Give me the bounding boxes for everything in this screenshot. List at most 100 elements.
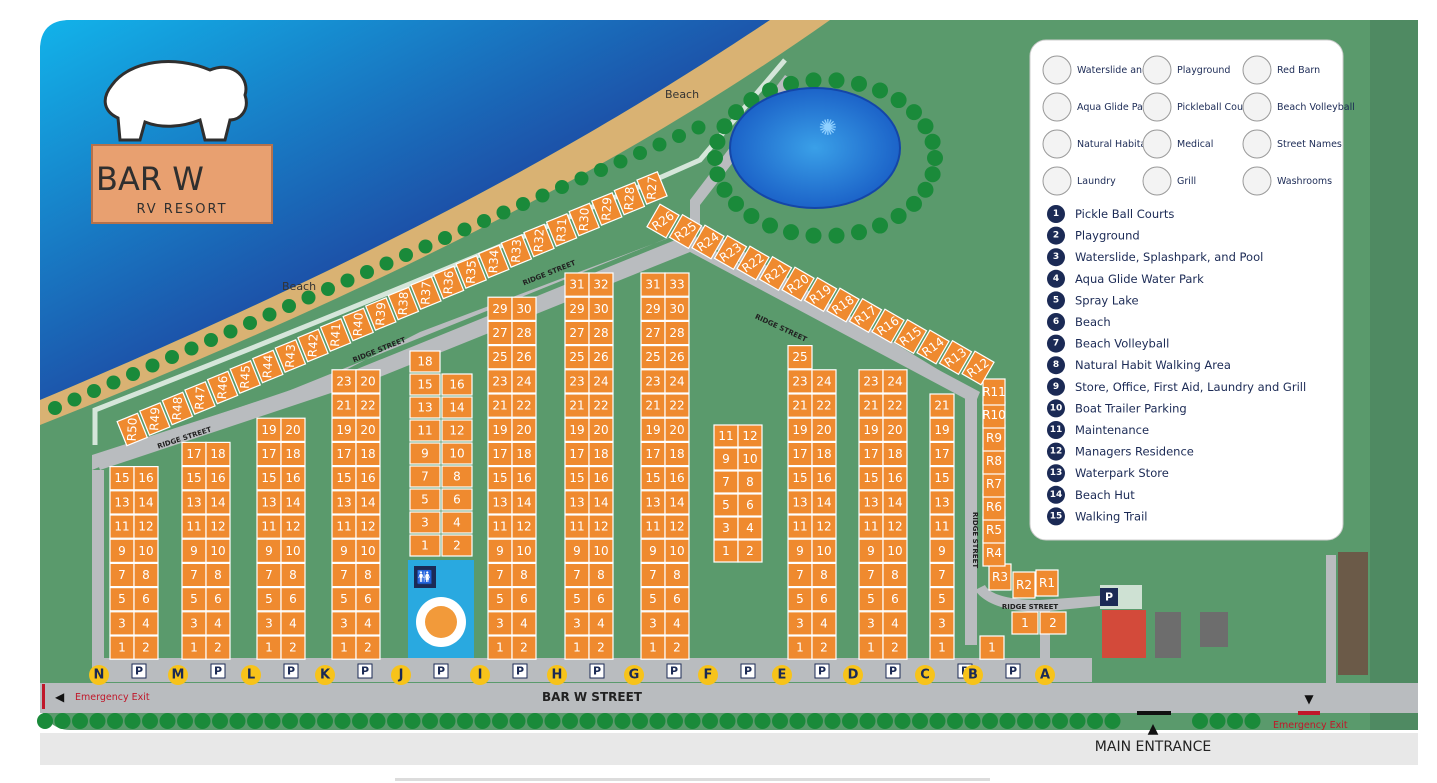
lot-F-11[interactable] <box>737 424 763 448</box>
lot-N-1[interactable] <box>133 635 159 660</box>
lot-L-3[interactable] <box>280 611 306 636</box>
lot-K-15[interactable] <box>355 466 381 491</box>
lot-I-13[interactable] <box>511 490 537 515</box>
row-letter-D[interactable] <box>843 665 863 685</box>
lot-E-1[interactable] <box>811 635 837 660</box>
lot-J-1[interactable] <box>441 534 473 557</box>
lot-M-1[interactable] <box>205 635 231 660</box>
ridge-lot-R37[interactable]: R37 <box>410 276 442 310</box>
lot-D-17[interactable] <box>882 441 908 467</box>
lot-H-15[interactable] <box>588 466 614 491</box>
lot-G-29[interactable] <box>664 296 690 322</box>
ridge-lot-R46[interactable]: R46 <box>206 370 239 405</box>
parking-marker[interactable] <box>512 663 528 679</box>
ridge-lot-R30[interactable]: R30 <box>568 202 601 237</box>
lot-G-25[interactable] <box>664 345 690 370</box>
lot-E-11[interactable] <box>811 514 837 539</box>
lot-H-21[interactable] <box>588 393 614 418</box>
parking-marker[interactable] <box>357 663 373 679</box>
lot-I-11[interactable] <box>511 514 537 539</box>
lot-L-5[interactable] <box>280 586 306 612</box>
ridge-lot-R49[interactable]: R49 <box>138 402 171 436</box>
lot-F-3[interactable] <box>737 516 763 540</box>
lot-I-29[interactable] <box>511 296 537 322</box>
lot-H-29[interactable] <box>588 296 614 322</box>
lot-D-13[interactable] <box>882 490 908 515</box>
lot-H-5[interactable] <box>588 586 614 612</box>
lot-A-1[interactable] <box>1039 611 1067 635</box>
lot-J-3[interactable] <box>441 511 473 534</box>
row-letter-L[interactable] <box>241 665 261 685</box>
lot-L-7[interactable] <box>280 562 306 588</box>
lot-M-3[interactable] <box>205 611 231 636</box>
lot-D-1[interactable] <box>882 635 908 660</box>
lot-I-27[interactable] <box>511 320 537 346</box>
lot-H-23[interactable] <box>588 369 614 394</box>
lot-F-5[interactable] <box>737 493 763 517</box>
parking-marker[interactable] <box>589 663 605 679</box>
lot-N-3[interactable] <box>133 611 159 636</box>
lot-A-0[interactable] <box>1011 611 1039 635</box>
lot-J-10[interactable] <box>409 419 441 442</box>
ridge-lot-R27[interactable]: R27 <box>636 171 668 205</box>
lot-I-17[interactable] <box>511 441 537 467</box>
lot-K-3[interactable] <box>355 611 381 636</box>
lot-M-13[interactable] <box>205 490 231 515</box>
ridge-lot-R29[interactable]: R29 <box>590 192 623 226</box>
row-letter-M[interactable] <box>168 665 188 685</box>
lot-J-6[interactable] <box>409 465 441 488</box>
lot-K-13[interactable] <box>355 490 381 515</box>
lot-D-19[interactable] <box>882 417 908 443</box>
parking-marker[interactable] <box>1005 663 1021 679</box>
ridge-lot-R34[interactable]: R34 <box>477 244 510 279</box>
parking-marker[interactable] <box>885 663 901 679</box>
ridge-lot-R38[interactable]: R38 <box>387 286 420 321</box>
ridge-lot-R31[interactable]: R31 <box>545 213 578 247</box>
lot-E-24[interactable] <box>787 345 813 370</box>
lot-G-15[interactable] <box>664 466 690 491</box>
lot-G-17[interactable] <box>664 441 690 467</box>
lot-G-21[interactable] <box>664 393 690 418</box>
lot-E-21[interactable] <box>811 393 837 418</box>
lot-C-9[interactable] <box>929 417 955 443</box>
lot-L-15[interactable] <box>280 466 306 491</box>
ridge-lot-R35[interactable]: R35 <box>455 255 488 289</box>
lot-D-15[interactable] <box>882 466 908 491</box>
lot-C-7[interactable] <box>929 466 955 491</box>
lot-F-1[interactable] <box>737 539 763 563</box>
lot-L-13[interactable] <box>280 490 306 515</box>
lot-E-23[interactable] <box>811 369 837 394</box>
ridge-lot-R36[interactable]: R36 <box>432 265 465 300</box>
ridge-lot-R1[interactable]: R1 <box>1035 569 1059 597</box>
lot-H-31[interactable] <box>588 272 614 297</box>
lot-G-11[interactable] <box>664 514 690 539</box>
lot-K-17[interactable] <box>355 441 381 467</box>
lot-K-5[interactable] <box>355 586 381 612</box>
lot-J-4[interactable] <box>409 488 441 511</box>
parking-marker[interactable] <box>666 663 682 679</box>
ridge-lot-R45[interactable]: R45 <box>229 360 262 394</box>
lot-G-9[interactable] <box>664 538 690 564</box>
ridge-lot-R44[interactable]: R44 <box>251 349 284 384</box>
ridge-lot-R40[interactable]: R40 <box>342 307 375 342</box>
ridge-lot-R47[interactable]: R47 <box>184 381 216 415</box>
ridge-lot-R41[interactable]: R41 <box>319 318 352 352</box>
lot-N-11[interactable] <box>133 514 159 539</box>
row-letter-G[interactable] <box>624 665 644 685</box>
parking-marker[interactable] <box>131 663 147 679</box>
lot-H-13[interactable] <box>588 490 614 515</box>
lot-N-15[interactable] <box>133 466 159 491</box>
row-letter-E[interactable] <box>772 665 792 685</box>
lot-M-11[interactable] <box>205 514 231 539</box>
lot-C-3[interactable] <box>929 562 955 588</box>
lot-H-25[interactable] <box>588 345 614 370</box>
lot-N-13[interactable] <box>133 490 159 515</box>
ridge-lot-R50[interactable]: R50 <box>116 412 149 447</box>
lot-J-15[interactable] <box>441 373 473 396</box>
lot-G-19[interactable] <box>664 417 690 443</box>
lot-N-7[interactable] <box>133 562 159 588</box>
ridge-lot-R22[interactable]: R22 <box>736 245 770 281</box>
ridge-lot-R9[interactable]: R9 <box>982 424 1006 452</box>
lot-F-7[interactable] <box>737 470 763 494</box>
lot-K-9[interactable] <box>355 538 381 564</box>
